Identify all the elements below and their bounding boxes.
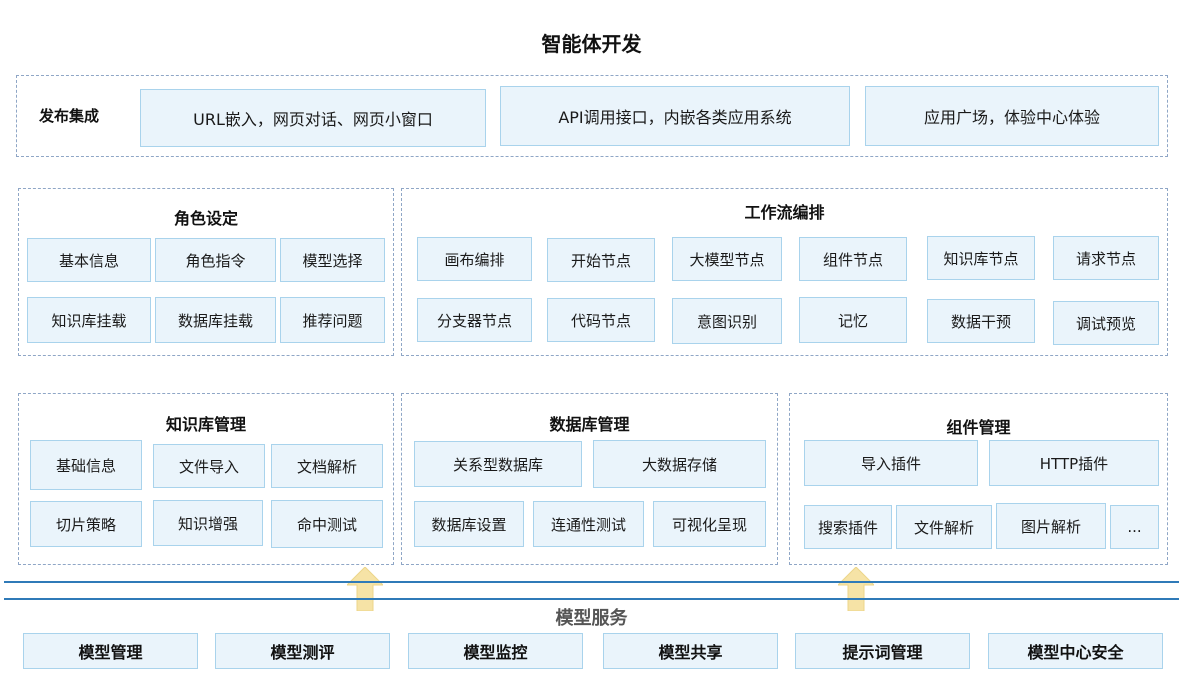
knowledge-item: 文件导入 <box>153 444 265 488</box>
workflow-item: 记忆 <box>799 297 907 343</box>
model-service-item: 提示词管理 <box>795 633 970 669</box>
component-item: 图片解析 <box>996 503 1106 549</box>
role-item: 数据库挂载 <box>155 297 276 343</box>
model-service-title: 模型服务 <box>555 608 628 629</box>
knowledge-item: 基础信息 <box>30 440 142 490</box>
component-group-title: 组件管理 <box>946 418 1011 437</box>
up-arrow-icon <box>838 567 874 611</box>
model-service-item: 模型中心安全 <box>988 633 1163 669</box>
publish-item-url: URL嵌入，网页对话、网页小窗口 <box>140 89 486 147</box>
role-item: 基本信息 <box>27 238 151 282</box>
up-arrow-icon <box>347 567 383 611</box>
component-item: ... <box>1110 505 1159 549</box>
role-item: 模型选择 <box>280 238 385 282</box>
knowledge-item: 命中测试 <box>271 500 383 548</box>
model-service-item: 模型测评 <box>215 633 390 669</box>
model-service-item: 模型监控 <box>408 633 583 669</box>
separator-line-top <box>4 581 1179 583</box>
knowledge-item: 切片策略 <box>30 501 142 547</box>
model-service-item: 模型管理 <box>23 633 198 669</box>
component-item: HTTP插件 <box>989 440 1159 486</box>
knowledge-item: 知识增强 <box>153 500 263 546</box>
model-service-item: 模型共享 <box>603 633 778 669</box>
workflow-item: 知识库节点 <box>927 236 1035 280</box>
workflow-item: 组件节点 <box>799 237 907 281</box>
component-item: 文件解析 <box>896 505 992 549</box>
publish-item-plaza: 应用广场，体验中心体验 <box>865 86 1159 146</box>
component-item: 导入插件 <box>804 440 978 486</box>
workflow-item: 大模型节点 <box>672 237 782 281</box>
database-group-title: 数据库管理 <box>549 415 630 434</box>
component-item: 搜索插件 <box>804 505 892 549</box>
publish-label: 发布集成 <box>39 107 100 125</box>
knowledge-group-title: 知识库管理 <box>165 415 246 434</box>
database-item: 连通性测试 <box>533 501 644 547</box>
knowledge-item: 文档解析 <box>271 444 383 488</box>
workflow-item: 代码节点 <box>547 298 655 342</box>
workflow-group-title: 工作流编排 <box>744 203 825 222</box>
workflow-item: 画布编排 <box>417 237 532 281</box>
database-item: 关系型数据库 <box>414 441 582 487</box>
database-item: 大数据存储 <box>593 440 766 488</box>
workflow-item: 开始节点 <box>547 238 655 282</box>
role-item: 推荐问题 <box>280 297 385 343</box>
separator-line-bottom <box>4 598 1179 600</box>
role-group-title: 角色设定 <box>173 209 238 228</box>
diagram-title: 智能体开发 <box>541 32 642 56</box>
workflow-item: 数据干预 <box>927 299 1035 343</box>
workflow-item: 调试预览 <box>1053 301 1159 345</box>
workflow-item: 意图识别 <box>672 298 782 344</box>
publish-item-api: API调用接口，内嵌各类应用系统 <box>500 86 850 146</box>
database-item: 数据库设置 <box>414 501 524 547</box>
workflow-item: 请求节点 <box>1053 236 1159 280</box>
role-item: 知识库挂载 <box>27 297 151 343</box>
workflow-item: 分支器节点 <box>417 298 532 342</box>
role-item: 角色指令 <box>155 238 276 282</box>
database-item: 可视化呈现 <box>653 501 766 547</box>
